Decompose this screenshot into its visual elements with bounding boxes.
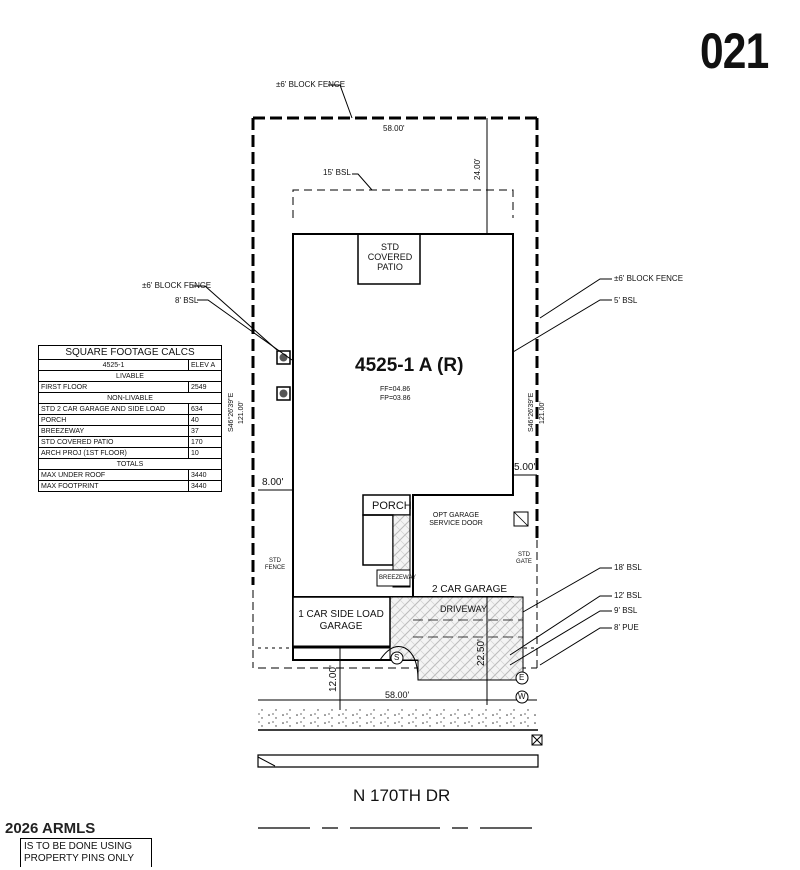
dim-22-50-label: 22.50': [476, 639, 487, 666]
note-line: PROPERTY PINS ONLY: [24, 853, 135, 864]
table-row-label: MAX FOOTPRINT: [38, 480, 189, 492]
marker-s: S: [394, 653, 400, 662]
bearing-right-label: S46°26'39"E: [528, 392, 535, 432]
table-row-label: BREEZEWAY: [38, 425, 189, 437]
two-car-garage-label: 2 CAR GARAGE: [432, 584, 508, 595]
block-fence-left-label: ±6' BLOCK FENCE: [142, 281, 212, 290]
table-row-value: 3440: [188, 480, 222, 492]
note-line: IS TO BE DONE USING: [24, 841, 132, 852]
table-row-label: STD 2 CAR GARAGE AND SIDE LOAD: [38, 403, 189, 415]
table-row-label: MAX UNDER ROOF: [38, 469, 189, 481]
bearing-left-label: S46°26'39"E: [228, 392, 235, 432]
one-car-garage: [292, 596, 391, 648]
driveway-label: DRIVEWAY: [440, 604, 488, 614]
table-header-plan: 4525-1: [38, 359, 189, 371]
street-name: N 170TH DR: [353, 786, 451, 805]
table-row-label: STD COVERED PATIO: [38, 436, 189, 448]
dim-right-side-label: 121.00': [539, 401, 546, 424]
table-title: SQUARE FOOTAGE CALCS: [38, 345, 222, 360]
marker-w: W: [518, 692, 526, 701]
table-section-row: LIVABLE: [38, 370, 222, 382]
dim-24-label: 24.00': [473, 158, 482, 180]
table-section-label: NON-LIVABLE: [38, 392, 222, 404]
ff-label: FF=04.86: [380, 386, 411, 393]
table-row-label: PORCH: [38, 414, 189, 426]
breezeway-label: BREEZEWAY: [379, 575, 417, 581]
fp-label: FP=03.86: [380, 395, 411, 402]
one-car-garage-label: 1 CAR SIDE LOAD GARAGE: [298, 609, 384, 632]
table-row-value: 3440: [188, 469, 222, 481]
dim-12-label: 12.00': [328, 665, 339, 692]
porch-label: PORCH: [372, 500, 412, 512]
square-footage-table: SQUARE FOOTAGE CALCS 4525-1 ELEV A LIVAB…: [38, 345, 222, 492]
block-fence-right-label: ±6' BLOCK FENCE: [614, 274, 684, 283]
sidewalk-strip: [258, 708, 538, 730]
dim-8-label: 8.00': [262, 477, 284, 488]
bsl-18-label: 18' BSL: [614, 563, 642, 572]
pue-8-label: 8' PUE: [614, 623, 639, 632]
copyright-brand: 2026 ARMLS: [5, 820, 96, 837]
lot-number: 021: [700, 23, 769, 79]
dim-left-side-label: 121.00': [238, 401, 245, 424]
std-fence-label: STD FENCE: [264, 558, 286, 571]
table-row-value: 40: [188, 414, 222, 426]
table-row-value: 2549: [188, 381, 222, 393]
dim-top-label: 58.00': [383, 124, 405, 133]
table-section-row: NON-LIVABLE: [38, 392, 222, 404]
house-outline: [292, 233, 514, 661]
dim-5-label: 5.00': [514, 462, 536, 473]
table-row-value: 10: [188, 447, 222, 459]
table-header-elev: ELEV A: [188, 359, 222, 371]
block-fence-top-label: ±6' BLOCK FENCE: [276, 80, 346, 89]
bsl-15-label: 15' BSL: [323, 168, 351, 177]
std-gate-label: STD GATE: [516, 552, 532, 565]
bsl-8-label: 8' BSL: [175, 296, 199, 305]
table-row-value: 634: [188, 403, 222, 415]
table-row-label: ARCH PROJ (1ST FLOOR): [38, 447, 189, 459]
marker-e: E: [519, 673, 525, 682]
opt-garage-label: OPT GARAGE SERVICE DOOR: [429, 512, 483, 527]
breezeway: [376, 569, 411, 587]
table-row-value: 170: [188, 436, 222, 448]
patio-label: STD COVERED PATIO: [367, 242, 413, 272]
bsl-12-label: 12' BSL: [614, 591, 642, 600]
bsl-5-label: 5' BSL: [614, 296, 638, 305]
table-row-label: FIRST FLOOR: [38, 381, 189, 393]
note-box: IS TO BE DONE USING PROPERTY PINS ONLY: [20, 838, 152, 867]
table-section-row: TOTALS: [38, 458, 222, 470]
table-section-label: TOTALS: [38, 458, 222, 470]
dim-bottom-label: 58.00': [385, 690, 410, 700]
bsl-9-label: 9' BSL: [614, 606, 638, 615]
covered-patio: [357, 233, 421, 285]
plan-name: 4525-1 A (R): [355, 355, 464, 376]
table-section-label: LIVABLE: [38, 370, 222, 382]
table-row: ARCH PROJ (1ST FLOOR)10: [38, 447, 222, 459]
table-row-value: 37: [188, 425, 222, 437]
